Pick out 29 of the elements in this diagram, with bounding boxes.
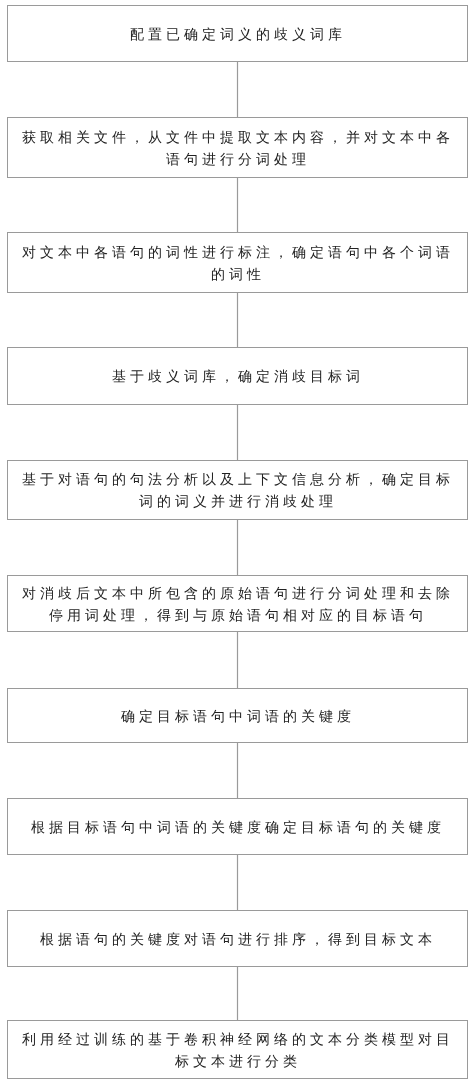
process-box bbox=[7, 460, 468, 520]
process-box bbox=[7, 5, 468, 62]
connector-line bbox=[236, 854, 239, 911]
process-box bbox=[7, 688, 468, 743]
connector-line bbox=[236, 404, 239, 461]
process-box bbox=[7, 347, 468, 405]
connector-line bbox=[236, 742, 239, 799]
process-box bbox=[7, 910, 468, 967]
step-text: 基于对语句的句法分析以及上下文信息分析，确定目标词的词义并进行消歧处理 bbox=[20, 470, 455, 511]
process-box bbox=[7, 1020, 468, 1079]
process-box bbox=[7, 232, 468, 293]
connector-line bbox=[236, 292, 239, 348]
step-text: 配置已确定词义的歧义词库 bbox=[129, 24, 346, 44]
step-text: 利用经过训练的基于卷积神经网络的文本分类模型对目标文本进行分类 bbox=[20, 1029, 455, 1071]
process-box bbox=[7, 117, 468, 178]
step-text: 基于歧义词库，确定消歧目标词 bbox=[111, 367, 364, 386]
connector-line bbox=[236, 61, 239, 118]
connector-line bbox=[236, 519, 239, 576]
step-text: 对消歧后文本中所包含的原始语句进行分词处理和去除停用词处理，得到与原始语句相对应的目标语句 bbox=[20, 583, 455, 625]
step-text: 根据语句的关键度对语句进行排序，得到目标文本 bbox=[39, 929, 436, 949]
process-box bbox=[7, 798, 468, 855]
connector-line bbox=[236, 631, 239, 689]
step-text: 确定目标语句中词语的关键度 bbox=[120, 706, 355, 726]
step-text: 根据目标语句中词语的关键度确定目标语句的关键度 bbox=[30, 817, 445, 837]
connector-line bbox=[236, 966, 239, 1021]
connector-line bbox=[236, 177, 239, 233]
step-text: 对文本中各语句的词性进行标注，确定语句中各个词语的词性 bbox=[20, 242, 455, 284]
step-text: 获取相关文件，从文件中提取文本内容，并对文本中各语句进行分词处理 bbox=[20, 127, 455, 169]
process-box bbox=[7, 575, 468, 632]
